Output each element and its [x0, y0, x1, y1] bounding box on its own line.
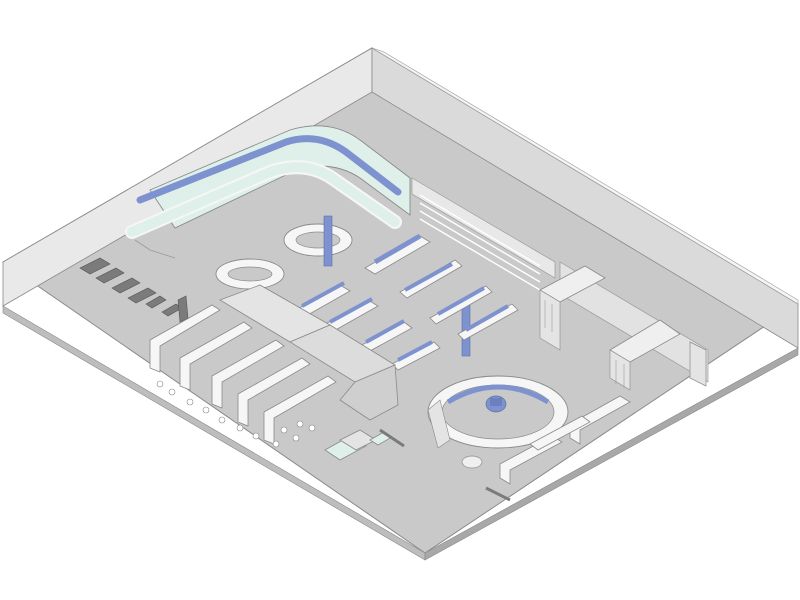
circular-service-counter [427, 375, 569, 449]
oval-shelf-island [215, 223, 353, 290]
entrance-wall [689, 341, 707, 387]
glazed-curved-counter [125, 125, 411, 259]
wall-cap-right [371, 47, 799, 305]
cafe-seating-area [149, 304, 337, 445]
slab-edge-right [424, 347, 799, 561]
lounge-seating [324, 428, 405, 461]
central-kiosk [219, 284, 399, 421]
display-shelving-rows [295, 233, 519, 371]
cafe-tables [156, 380, 316, 448]
window-slats [419, 194, 541, 291]
storage-lockers [79, 257, 189, 323]
floor-slab [2, 47, 799, 554]
merchandise-racks [539, 265, 681, 391]
bookshelf-units [499, 395, 631, 485]
reception-pedestal [461, 455, 511, 502]
